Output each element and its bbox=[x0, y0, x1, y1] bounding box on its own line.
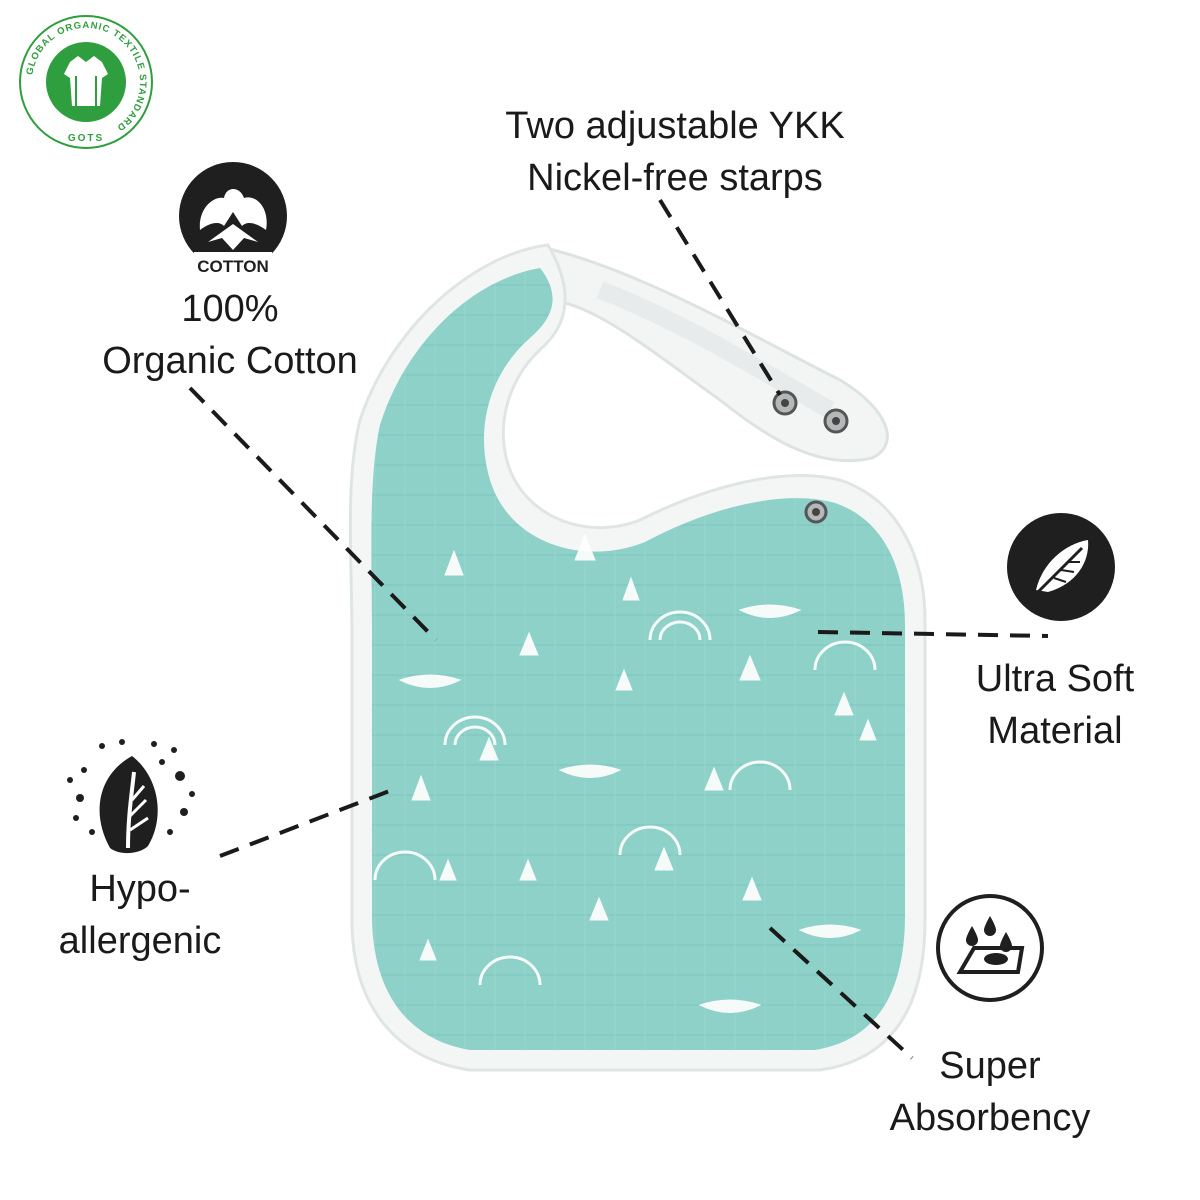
feature-organic-cotton: 100% Organic Cotton bbox=[60, 283, 400, 387]
feature-absorbency-line1: Super bbox=[939, 1045, 1041, 1087]
snap-buttons bbox=[772, 390, 849, 524]
feather-icon bbox=[1006, 512, 1116, 622]
feature-snaps-line1: Two adjustable YKK bbox=[505, 105, 845, 147]
feature-ultra-soft-line2: Material bbox=[987, 710, 1123, 752]
bib-fabric bbox=[371, 268, 905, 1050]
feature-snaps: Two adjustable YKK Nickel-free starps bbox=[440, 100, 910, 204]
feature-ultra-soft-line1: Ultra Soft bbox=[975, 658, 1135, 700]
leader-lines bbox=[188, 198, 1049, 1060]
feature-organic-cotton-line1: 100% bbox=[181, 288, 279, 330]
feature-ultra-soft: Ultra Soft Material bbox=[920, 653, 1190, 757]
fabric-print bbox=[373, 533, 877, 1013]
feature-hypoallergenic-line2: allergenic bbox=[58, 920, 222, 962]
gots-bottom-text: GOTS bbox=[68, 133, 104, 144]
leaf-icon bbox=[62, 736, 212, 856]
cotton-boll-icon: COTTON bbox=[178, 160, 288, 282]
cotton-icon-label: COTTON bbox=[197, 257, 268, 276]
feature-hypoallergenic: Hypo- allergenic bbox=[40, 863, 240, 967]
feature-snaps-line2: Nickel-free starps bbox=[527, 157, 823, 199]
feature-absorbency: Super Absorbency bbox=[860, 1040, 1120, 1144]
feature-organic-cotton-line2: Organic Cotton bbox=[102, 340, 358, 382]
feature-hypoallergenic-line1: Hypo- bbox=[89, 868, 191, 910]
gots-badge: GLOBAL ORGANIC TEXTILE STANDARD GOTS bbox=[18, 14, 154, 150]
water-drop-icon bbox=[934, 892, 1046, 1004]
feature-absorbency-line2: Absorbency bbox=[889, 1097, 1091, 1139]
